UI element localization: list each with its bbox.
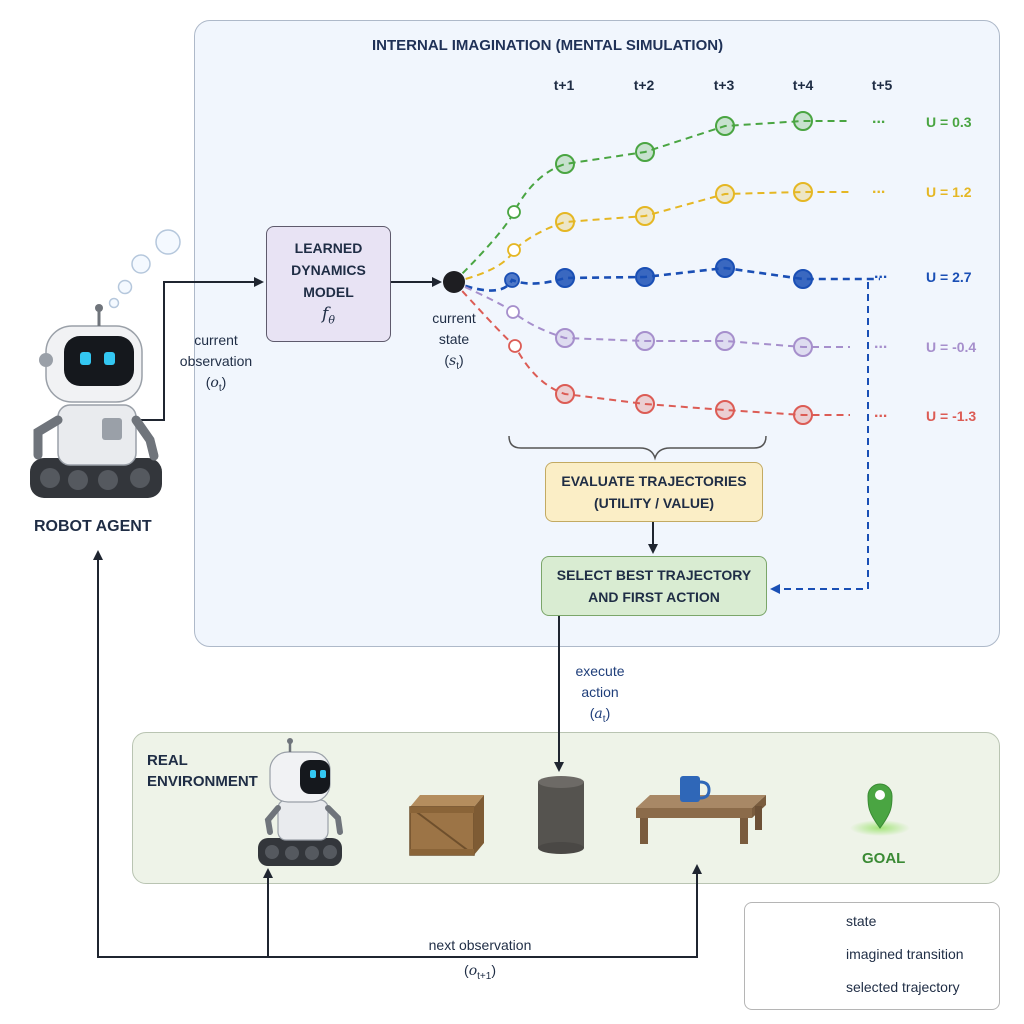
legend-imagined-label: imagined transition (846, 946, 964, 962)
imagination-title: INTERNAL IMAGINATION (MENTAL SIMULATION) (372, 37, 724, 54)
environment-title: REAL ENVIRONMENT (147, 750, 258, 792)
execute-line2: action (581, 684, 619, 700)
trajectory-node (635, 267, 655, 287)
trajectory-node (635, 206, 655, 226)
time-step-label: t+1 (553, 77, 575, 93)
evaluate-trajectories-box: EVALUATE TRAJECTORIES (UTILITY / VALUE) (545, 462, 763, 522)
trajectory-line (453, 281, 850, 416)
trajectory-node (635, 394, 655, 414)
trajectory-node (504, 272, 520, 288)
trajectory-node (507, 205, 521, 219)
ellipsis: ... (874, 265, 888, 282)
legend-state-label: state (846, 913, 877, 929)
trajectory-node (715, 400, 735, 420)
table-with-mug-icon (636, 776, 766, 844)
trajectory-node (555, 212, 575, 232)
trajectory-line (453, 281, 850, 348)
next-observation-label: next observation (ot+1) (400, 935, 560, 987)
next-observation-text: next observation (428, 937, 532, 953)
robot-agent-icon (30, 304, 162, 498)
observation-arrow (130, 277, 264, 421)
evaluate-line1: EVALUATE TRAJECTORIES (561, 473, 747, 489)
environment-title-line1: REAL (147, 752, 188, 769)
trajectory-node (793, 111, 813, 131)
current-observation-line2: observation (179, 353, 253, 369)
select-line1: SELECT BEST TRAJECTORY (556, 567, 752, 583)
robot-agent-label: ROBOT AGENT (34, 518, 152, 535)
model-label-line3: MODEL (303, 283, 354, 300)
utility-label: U = 2.7 (926, 269, 972, 285)
trajectory-node (715, 116, 735, 136)
current-observation-label: current observation (ot) (168, 330, 264, 399)
current-state-line1: current (432, 310, 476, 326)
legend-selected-label: selected trajectory (846, 979, 960, 995)
trajectory-node (555, 268, 575, 288)
trajectory-node (555, 154, 575, 174)
ellipsis: ... (872, 110, 886, 127)
ellipsis: ... (874, 404, 888, 421)
utility-label: U = -1.3 (926, 408, 977, 424)
utility-label: U = 0.3 (926, 114, 972, 130)
trajectory-node (506, 305, 520, 319)
current-state-line2: state (438, 331, 470, 347)
evaluate-line2: (UTILITY / VALUE) (593, 495, 715, 511)
current-state-node (443, 271, 465, 293)
trajectory-node (508, 339, 522, 353)
trajectory-node (793, 269, 813, 289)
trajectory-node (715, 258, 735, 278)
current-observation-symbol: (ot) (205, 374, 227, 394)
trajectory-node (715, 184, 735, 204)
current-state-label: current state (st) (418, 308, 490, 377)
trajectory-node (555, 328, 575, 348)
trajectory-node (715, 331, 735, 351)
utility-label: U = 1.2 (926, 184, 972, 200)
trajectory-node (635, 142, 655, 162)
wooden-crate-icon (409, 795, 484, 856)
model-label-line1: LEARNED (294, 239, 363, 256)
model-symbol: fθ (322, 303, 335, 327)
environment-title-line2: ENVIRONMENT (147, 773, 258, 790)
execute-symbol: (at) (589, 705, 611, 725)
time-step-label: t+3 (713, 77, 735, 93)
thought-bubbles (108, 229, 181, 309)
trajectory-node (793, 182, 813, 202)
trajectory-brace (508, 435, 767, 461)
trajectory-node (793, 337, 813, 357)
execute-action-label: execute action (at) (560, 661, 640, 730)
ellipsis: ... (872, 180, 886, 197)
select-best-trajectory-box: SELECT BEST TRAJECTORY AND FIRST ACTION (541, 556, 767, 616)
select-line2: AND FIRST ACTION (588, 589, 720, 605)
execute-line1: execute (575, 663, 625, 679)
model-label-line2: DYNAMICS (291, 261, 366, 278)
current-state-symbol: (st) (444, 352, 464, 372)
ellipsis: ... (874, 335, 888, 352)
trajectory-node (635, 331, 655, 351)
trajectory-node (555, 384, 575, 404)
time-step-label: t+4 (792, 77, 814, 93)
trajectories (453, 111, 880, 425)
selected-feedback-arrow (770, 282, 869, 594)
trajectory-node (793, 405, 813, 425)
utility-label: U = -0.4 (926, 339, 977, 355)
goal-marker-icon (850, 783, 910, 836)
goal-label: GOAL (862, 850, 906, 867)
cylinder-obstacle-icon (538, 776, 584, 854)
time-step-label: t+5 (871, 77, 893, 93)
legend (744, 902, 1000, 1010)
current-observation-line1: current (194, 332, 238, 348)
time-step-label: t+2 (633, 77, 655, 93)
next-observation-symbol: (ot+1) (464, 962, 496, 982)
robot-in-environment-icon (258, 738, 343, 866)
trajectory-node (507, 243, 521, 257)
learned-dynamics-model-box: LEARNED DYNAMICS MODEL fθ (266, 226, 391, 342)
